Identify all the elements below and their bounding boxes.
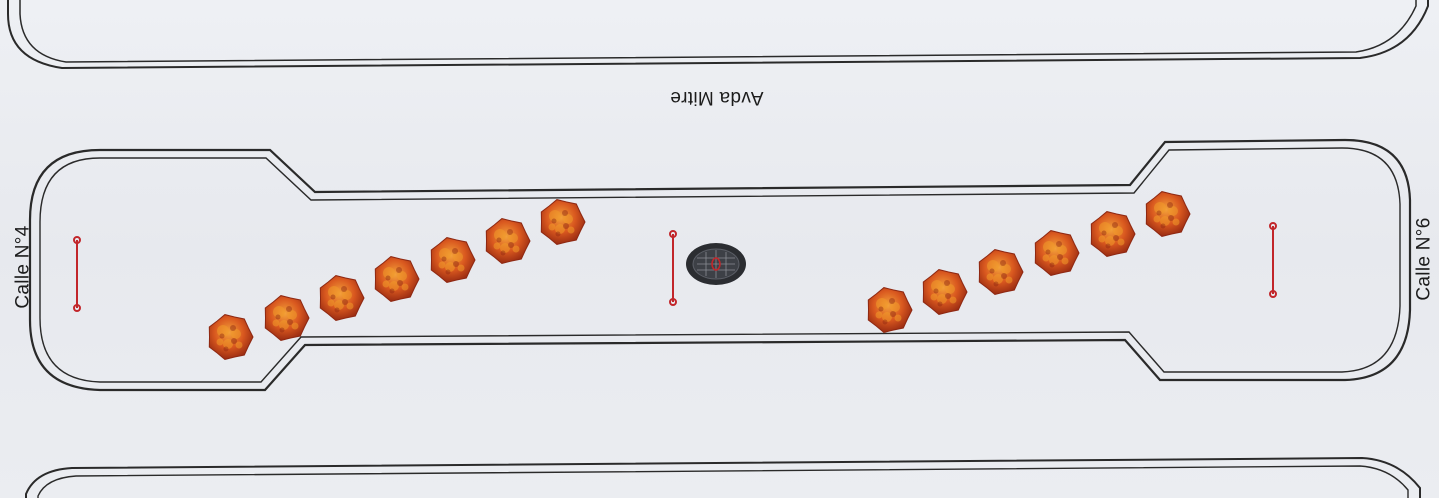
bottom-sidewalk [25,456,1421,498]
tree-icon [430,237,476,283]
tree-icon [319,275,365,321]
tree-icon [978,249,1024,295]
street-label-calle-4: Calle N°4 [12,225,34,309]
dimension-marker-center [669,230,677,306]
dimension-marker-left [73,236,81,312]
tree-row [208,191,1191,360]
tree-icon [485,218,531,264]
tree-icon [1090,211,1136,257]
tree-icon [374,256,420,302]
street-label-calle-6: Calle N°6 [1413,217,1435,301]
tree-icon [540,199,586,245]
top-sidewalk [7,0,1429,70]
street-label-avda-mitre: Avda Mitre [670,87,764,108]
dimension-marker-right [1269,222,1277,298]
median-island [28,138,1412,392]
tree-icon [264,295,310,341]
tree-icon [208,314,254,360]
tree-icon [867,287,913,333]
tree-icon [1034,230,1080,276]
tree-icon [922,269,968,315]
tree-icon [1145,191,1191,237]
fountain-icon [686,243,746,285]
